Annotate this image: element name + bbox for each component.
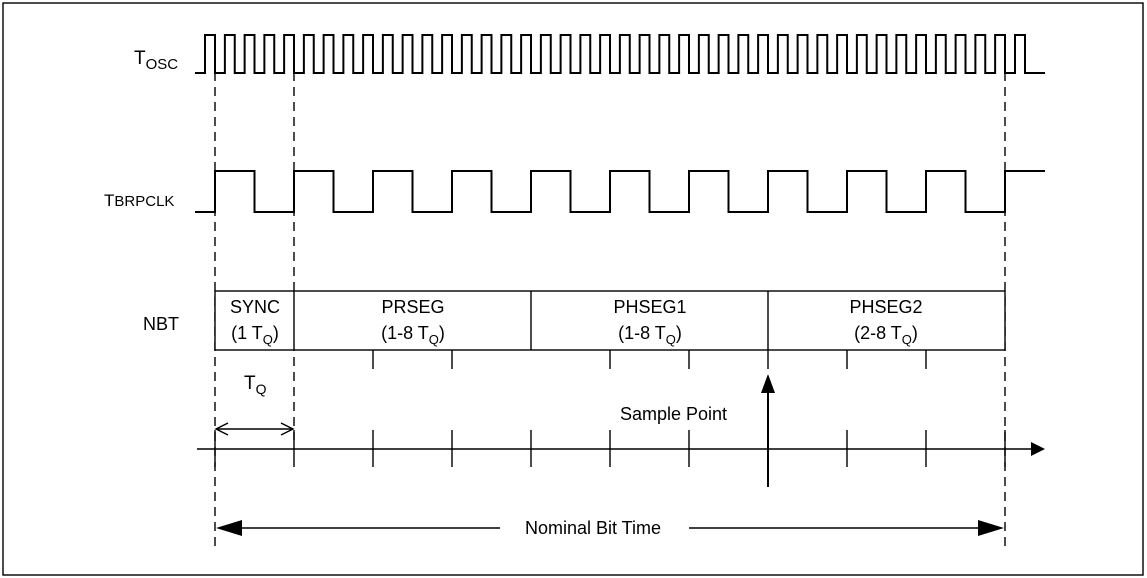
segment-sync-name: SYNC	[230, 297, 280, 317]
time-axis-arrowhead	[1031, 442, 1045, 456]
segment-sync-range-main: (1 T	[231, 323, 263, 343]
nbt-label: NBT	[143, 314, 179, 334]
tosc-label: TOSC	[134, 48, 178, 73]
tbrpclk-label-sub: BRPCLK	[114, 193, 174, 210]
tosc-label-sub: OSC	[146, 56, 179, 73]
segment-sync-range-sub: Q	[263, 332, 273, 347]
segment-phseg1-name: PHSEG1	[613, 297, 686, 317]
segment-phseg2-range-main: (2-8 T	[854, 323, 902, 343]
tq-arrow-left-head	[214, 422, 229, 436]
segment-sync-range: (1 TQ)	[231, 323, 279, 347]
segment-prseg-name: PRSEG	[381, 297, 444, 317]
nominal-bit-time-label: Nominal Bit Time	[525, 518, 661, 538]
sample-point-arrowhead	[761, 374, 775, 393]
tq-label-main: T	[244, 373, 256, 394]
segment-phseg1-range-close: )	[676, 323, 682, 343]
tosc-label-main: T	[134, 48, 146, 69]
segment-prseg-range-sub: Q	[429, 332, 439, 347]
segment-phseg1-range-sub: Q	[666, 332, 676, 347]
segment-phseg2-range: (2-8 TQ)	[854, 323, 918, 347]
segment-prseg-range-main: (1-8 T	[381, 323, 429, 343]
segment-sync-range-close: )	[273, 323, 279, 343]
segment-prseg-range-close: )	[439, 323, 445, 343]
tosc-waveform	[195, 34, 1045, 74]
segment-phseg2-range-sub: Q	[902, 332, 912, 347]
segment-phseg1-range-main: (1-8 T	[618, 323, 666, 343]
tbrpclk-waveform	[195, 170, 1045, 213]
tbrpclk-label-main: T	[104, 191, 114, 210]
sample-point-label: Sample Point	[620, 404, 727, 424]
segment-phseg1-range: (1-8 TQ)	[618, 323, 682, 347]
tq-label-sub: Q	[256, 381, 267, 397]
tq-arrow-right-head	[280, 422, 295, 436]
nominal-bit-time-arrowhead-right	[978, 520, 1004, 536]
segment-phseg2-range-close: )	[912, 323, 918, 343]
tq-label: TQ	[244, 373, 267, 397]
segment-phseg2-name: PHSEG2	[849, 297, 922, 317]
tbrpclk-label: TBRPCLK	[104, 191, 174, 210]
nbt-segment-box	[214, 290, 1006, 351]
nominal-bit-time-arrowhead-left	[216, 520, 242, 536]
segment-prseg-range: (1-8 TQ)	[381, 323, 445, 347]
